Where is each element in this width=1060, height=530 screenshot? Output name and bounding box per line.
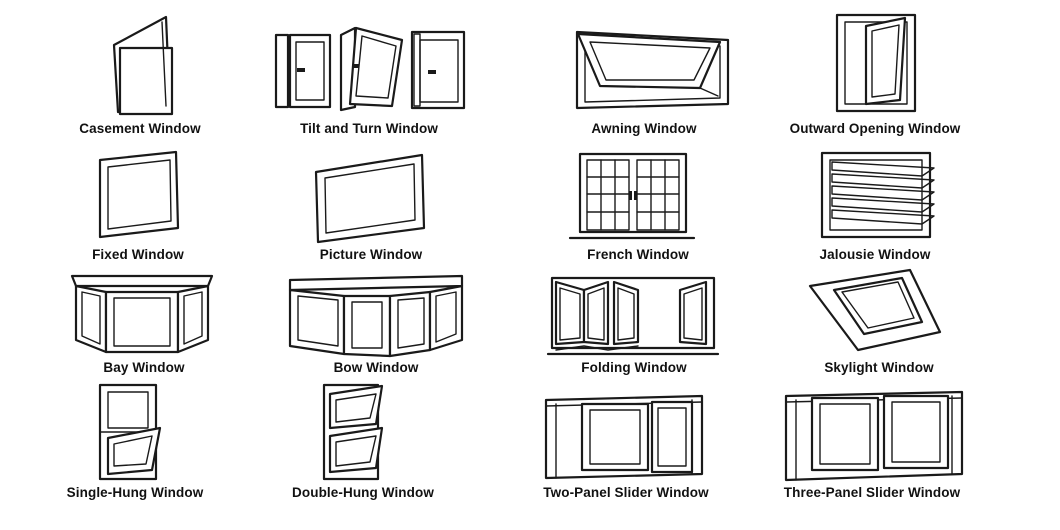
folding-window-icon <box>546 276 720 356</box>
bow-window-icon <box>288 274 464 358</box>
bay-window-icon <box>70 274 214 354</box>
label-double-hung: Double-Hung Window <box>292 485 434 500</box>
french-window-icon <box>568 152 696 240</box>
label-picture: Picture Window <box>319 247 423 262</box>
awning-window-icon <box>575 30 730 110</box>
skylight-window-icon <box>808 268 942 352</box>
two-panel-slider-window-icon <box>544 394 704 480</box>
label-two-panel-slider: Two-Panel Slider Window <box>543 485 709 500</box>
label-casement: Casement Window <box>79 121 201 136</box>
label-awning: Awning Window <box>591 121 697 136</box>
outward-opening-window-icon <box>835 13 917 113</box>
label-outward-opening: Outward Opening Window <box>789 121 961 136</box>
jalousie-window-icon <box>820 151 935 239</box>
tilt-turn-window-icon <box>274 26 466 112</box>
label-bay: Bay Window <box>103 360 185 375</box>
label-bow: Bow Window <box>333 360 419 375</box>
label-tilt-turn: Tilt and Turn Window <box>300 121 438 136</box>
label-skylight: Skylight Window <box>824 360 934 375</box>
label-three-panel-slider: Three-Panel Slider Window <box>783 485 961 500</box>
label-french: French Window <box>587 247 689 262</box>
label-fixed: Fixed Window <box>92 247 184 262</box>
three-panel-slider-window-icon <box>784 390 964 482</box>
label-jalousie: Jalousie Window <box>819 247 931 262</box>
casement-window-icon <box>112 15 174 116</box>
label-folding: Folding Window <box>581 360 687 375</box>
single-hung-window-icon <box>98 383 162 481</box>
double-hung-window-icon <box>322 383 384 481</box>
fixed-window-icon <box>98 150 180 239</box>
label-single-hung: Single-Hung Window <box>66 485 204 500</box>
picture-window-icon <box>314 153 426 244</box>
